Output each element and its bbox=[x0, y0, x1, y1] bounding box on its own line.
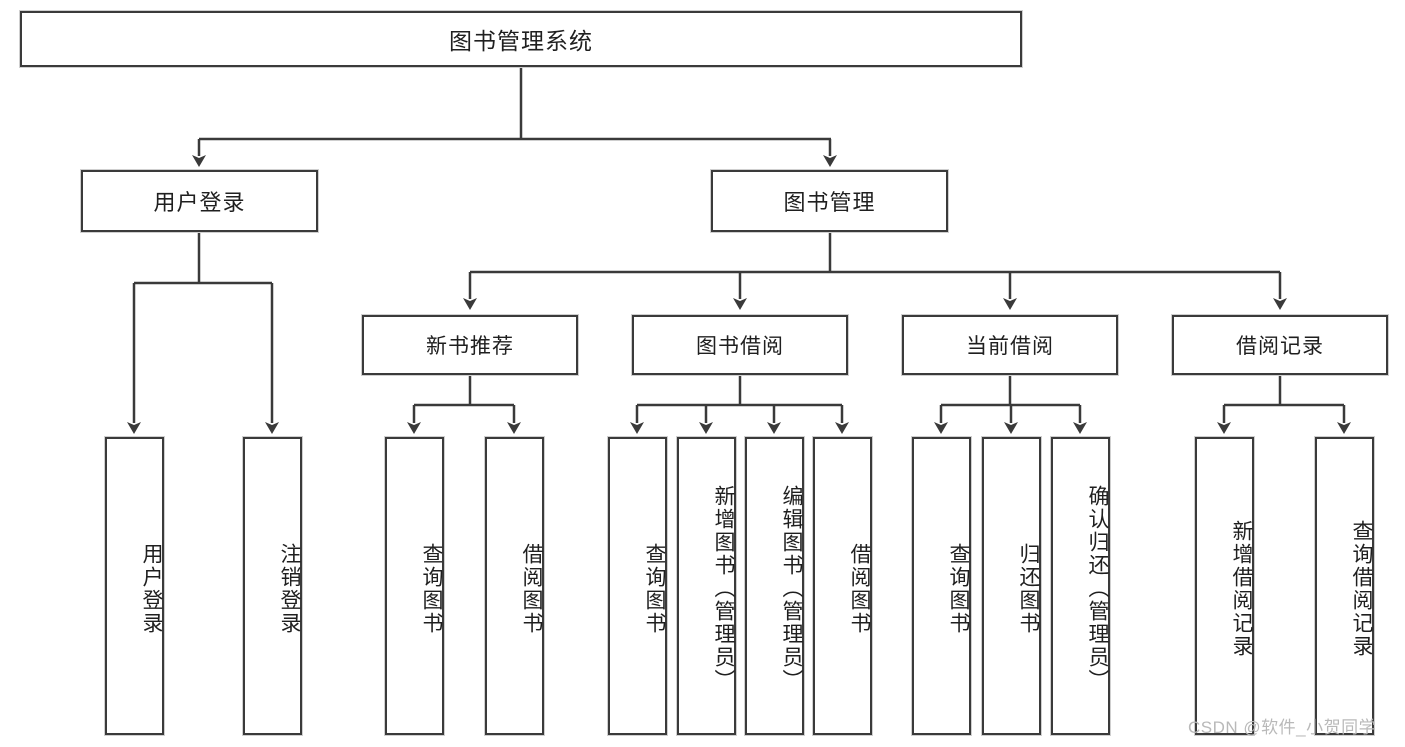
node-leaf-user-logout[interactable]: 注销登录 bbox=[243, 437, 302, 735]
node-leaf-rec-borrow-book[interactable]: 借阅图书 bbox=[485, 437, 544, 735]
node-new-book-rec[interactable]: 新书推荐 bbox=[362, 315, 578, 375]
node-leaf-edit-book-admin[interactable]: 编辑图书（管理员） bbox=[745, 437, 804, 735]
node-leaf-cur-query-book[interactable]: 查询图书 bbox=[912, 437, 971, 735]
node-root-system[interactable]: 图书管理系统 bbox=[20, 11, 1022, 67]
node-leaf-rec-query-book[interactable]: 查询图书 bbox=[385, 437, 444, 735]
node-leaf-cur-return-book[interactable]: 归还图书 bbox=[982, 437, 1041, 735]
node-leaf-borrow-book[interactable]: 借阅图书 bbox=[813, 437, 872, 735]
watermark-text: CSDN @软件_小贺同学 bbox=[1188, 718, 1377, 737]
node-leaf-user-login[interactable]: 用户登录 bbox=[105, 437, 164, 735]
node-leaf-add-borrow-record[interactable]: 新增借阅记录 bbox=[1195, 437, 1254, 735]
node-book-borrow[interactable]: 图书借阅 bbox=[632, 315, 848, 375]
node-leaf-query-borrow-record[interactable]: 查询借阅记录 bbox=[1315, 437, 1374, 735]
node-leaf-borrow-query-book[interactable]: 查询图书 bbox=[608, 437, 667, 735]
node-user-login[interactable]: 用户登录 bbox=[81, 170, 318, 232]
node-leaf-confirm-return-admin[interactable]: 确认归还（管理员） bbox=[1051, 437, 1110, 735]
node-current-borrow[interactable]: 当前借阅 bbox=[902, 315, 1118, 375]
node-borrow-record[interactable]: 借阅记录 bbox=[1172, 315, 1388, 375]
node-book-manage[interactable]: 图书管理 bbox=[711, 170, 948, 232]
node-leaf-add-book-admin[interactable]: 新增图书（管理员） bbox=[677, 437, 736, 735]
